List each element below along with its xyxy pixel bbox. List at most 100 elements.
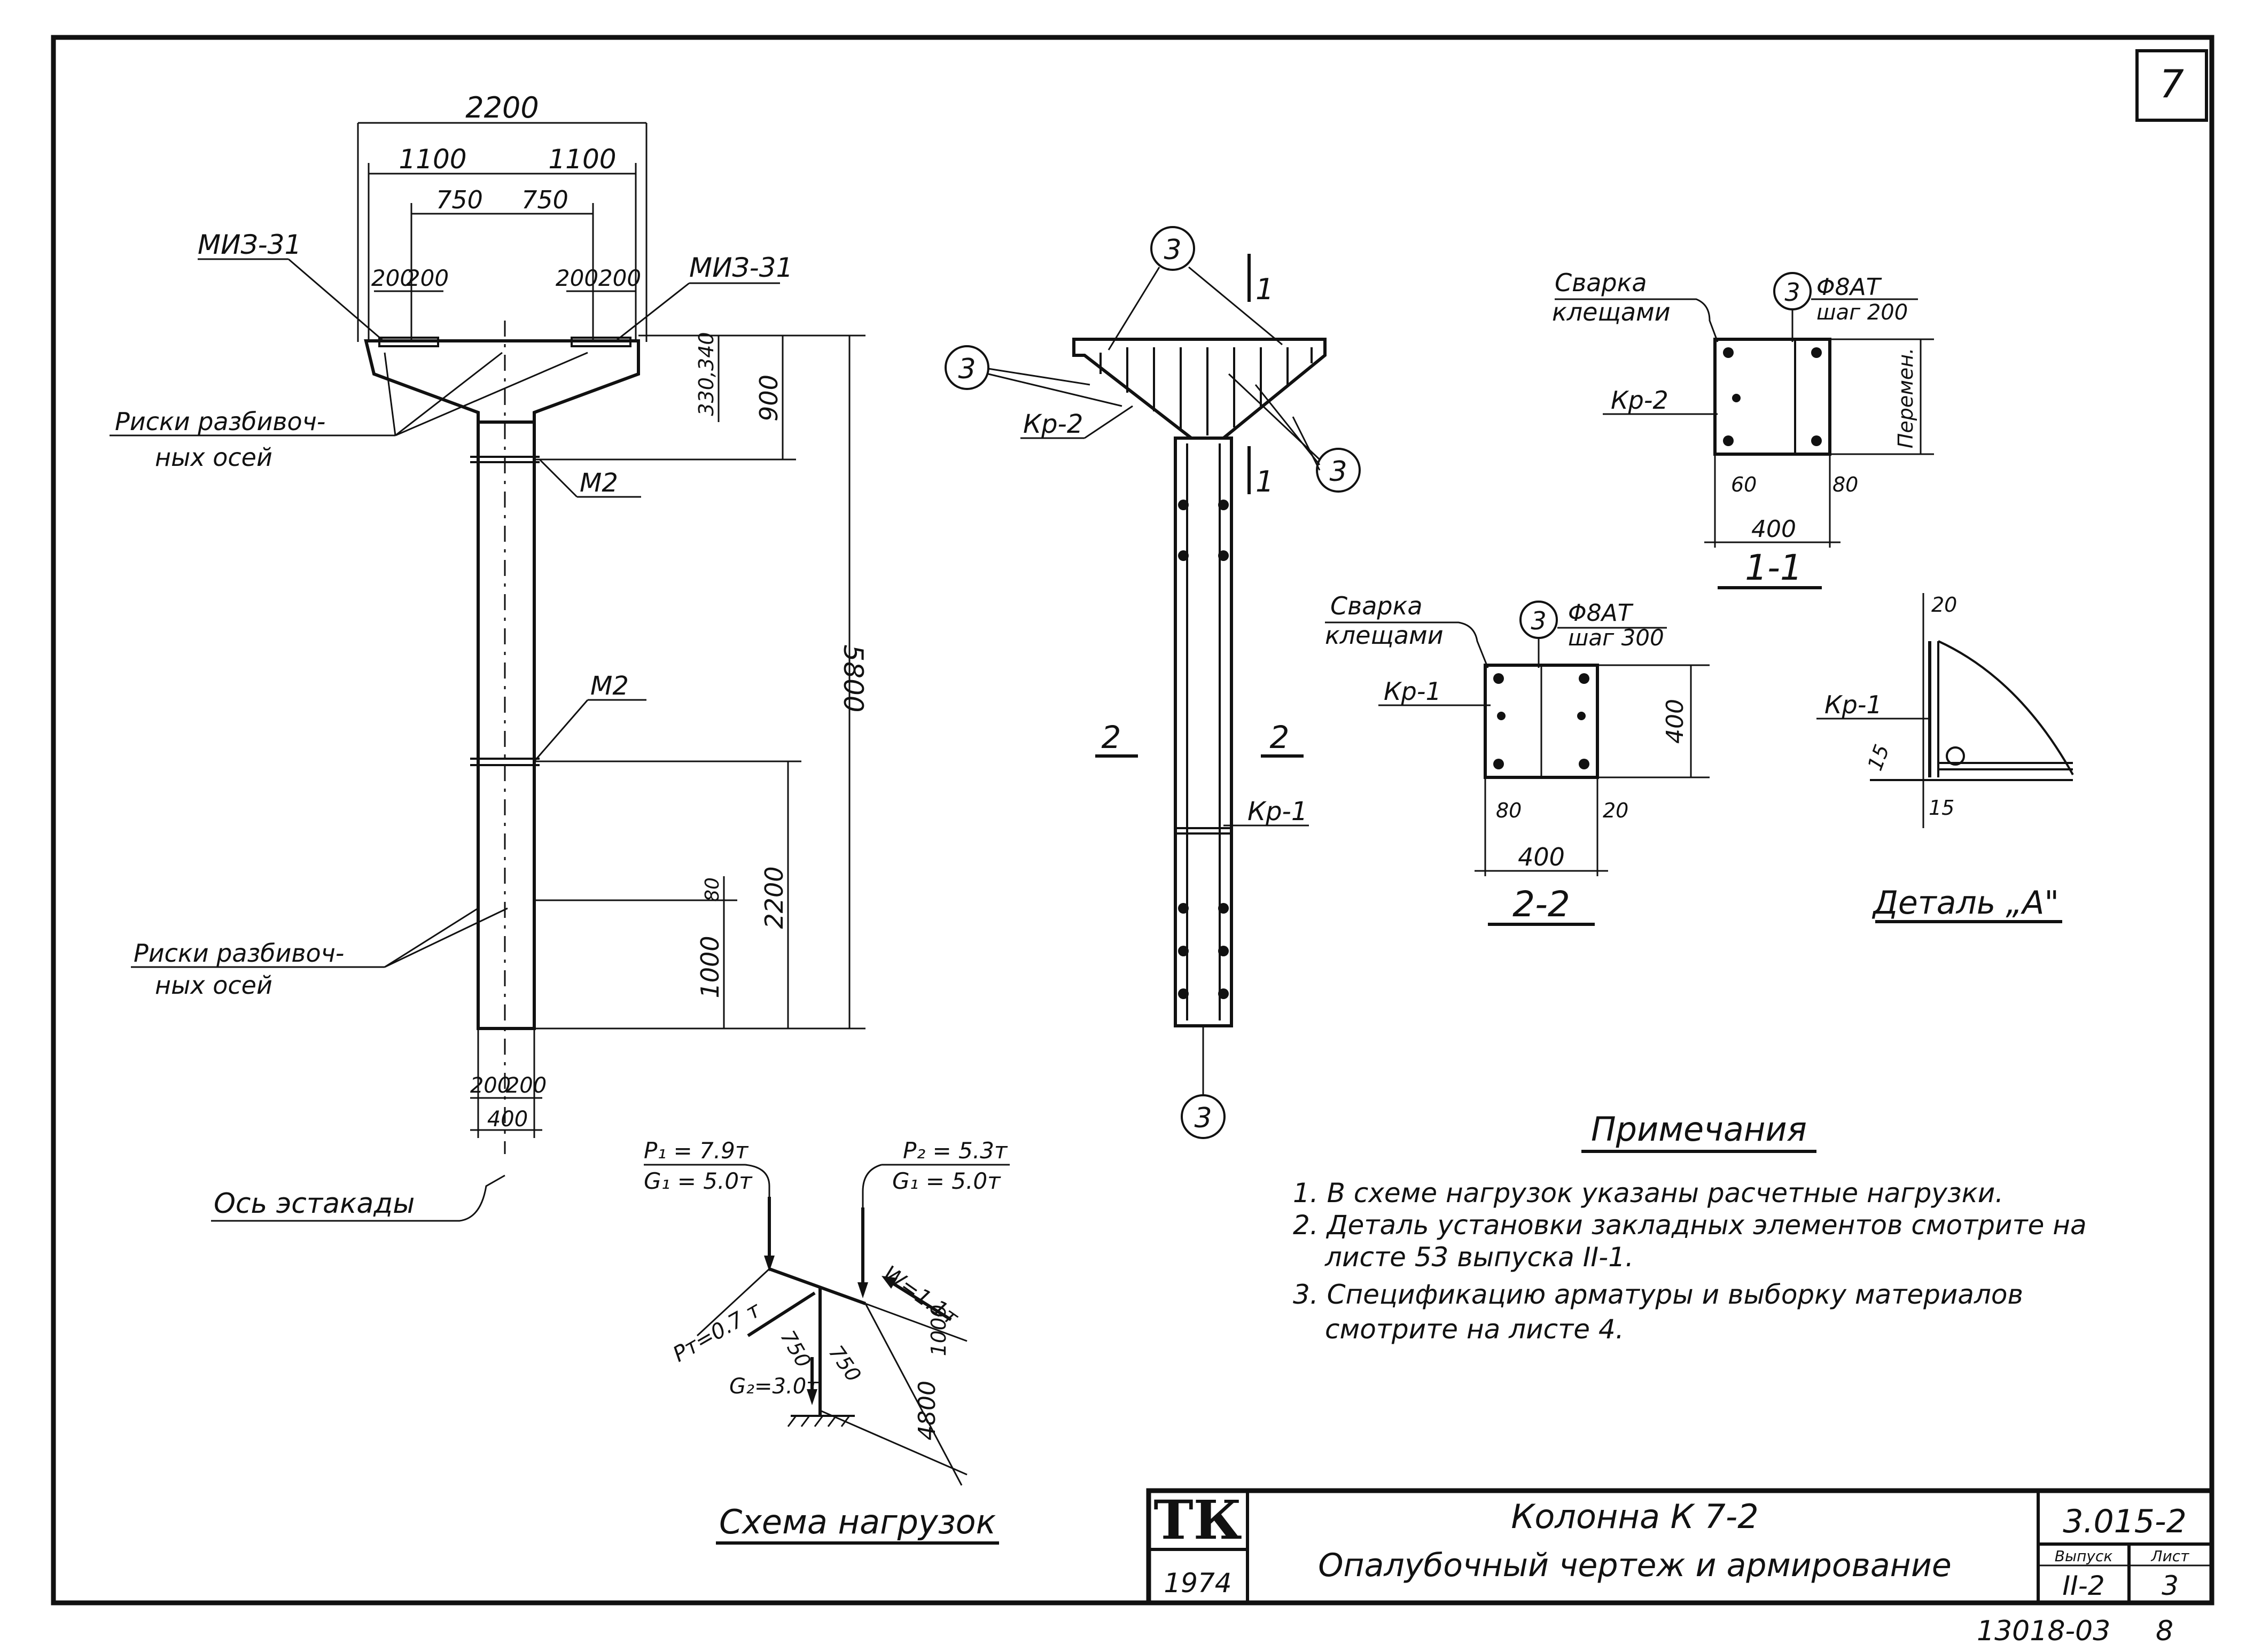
column-shaft bbox=[477, 420, 536, 1030]
tb-issue-label: Выпуск bbox=[2055, 1547, 2113, 1565]
notes-line2: 2. Деталь установки закладных элементов … bbox=[1293, 1210, 2087, 1241]
dim-1100-left: 1100 bbox=[399, 144, 466, 175]
dim-900: 900 bbox=[754, 375, 783, 422]
marks-top-line2: ных осей bbox=[155, 443, 272, 472]
dim-5800: 5800 bbox=[838, 644, 869, 712]
dim-2200-lower: 2200 bbox=[760, 866, 789, 929]
notes-line3: листе 53 выпуска II-1. bbox=[1324, 1242, 1634, 1273]
dim-200-d: 200 bbox=[598, 265, 641, 291]
dim-bottom-200b: 200 bbox=[506, 1073, 547, 1098]
embed-label-right: МИЗ-31 bbox=[689, 252, 793, 283]
callout-right-number: 3 bbox=[1329, 456, 1347, 488]
corner-number: 7 bbox=[2159, 61, 2184, 106]
dim-1000: 1000 bbox=[696, 936, 724, 998]
dim-750-right: 750 bbox=[521, 185, 568, 214]
callout-left bbox=[945, 345, 989, 390]
kp1-label: Кр-1 bbox=[1247, 797, 1307, 827]
s22-dim-left: 80 bbox=[1496, 799, 1522, 822]
load-g1-right: G₁ = 5.0т bbox=[892, 1168, 1001, 1194]
detail-a-kp: Кр-1 bbox=[1824, 690, 1882, 719]
detail-a-dim-bottom: 15 bbox=[1929, 796, 1954, 820]
notes-line1: 1. В схеме нагрузок указаны расчетные на… bbox=[1293, 1178, 2003, 1209]
s11-title: 1-1 bbox=[1745, 547, 1803, 588]
detail-a-title: Деталь „А" bbox=[1871, 884, 2059, 922]
axis-label: Ось эстакады bbox=[214, 1188, 415, 1220]
detail-a: Кр-1 20 15 15 Деталь „А" bbox=[1816, 593, 2074, 923]
s11-bar-callout-number: 3 bbox=[1784, 278, 1800, 307]
detail-a-dim-top: 20 bbox=[1931, 593, 1957, 617]
section-11-outline bbox=[1713, 338, 1831, 456]
s11-weld-line1: Сварка bbox=[1555, 268, 1647, 297]
s22-bar-step: шаг 300 bbox=[1568, 625, 1664, 651]
dim-bottom-200a: 200 bbox=[470, 1073, 511, 1098]
callout-bottom-number: 3 bbox=[1194, 1102, 1212, 1134]
s11-dim-width: 400 bbox=[1751, 516, 1796, 543]
reinforcement-view: 3 3 3 3 Кр-2 Кр-1 1 1 2 2 bbox=[945, 226, 1361, 1139]
section-1-1: Сварка клещами 3 Φ8АТ шаг 200 Кр-2 Перем… bbox=[1552, 268, 1934, 589]
load-750b: 750 bbox=[824, 1341, 866, 1386]
s11-dim-left: 60 bbox=[1731, 473, 1757, 496]
tb-year: 1974 bbox=[1164, 1568, 1231, 1599]
tk-logo: ТК bbox=[1153, 1489, 1242, 1552]
s11-bar-spec: Φ8АТ bbox=[1816, 274, 1882, 301]
dim-200-b: 200 bbox=[406, 265, 449, 291]
kp2-label: Кр-2 bbox=[1023, 409, 1083, 439]
load-p2: P₂ = 5.3т bbox=[903, 1137, 1008, 1164]
load-scheme: P₁ = 7.9т G₁ = 5.0т P₂ = 5.3т G₁ = 5.0т … bbox=[644, 1137, 1010, 1545]
dim-750-left: 750 bbox=[436, 185, 483, 214]
callout-top bbox=[1150, 226, 1195, 271]
s22-bar-callout-number: 3 bbox=[1531, 606, 1546, 635]
s11-kp-label: Кр-2 bbox=[1611, 386, 1668, 415]
load-750a: 750 bbox=[776, 1327, 815, 1372]
load-g2: G₂=3.0т bbox=[729, 1374, 820, 1399]
s11-var-label: Перемен. bbox=[1894, 348, 1917, 448]
s11-dim-right: 80 bbox=[1832, 473, 1858, 496]
section-mark-1-top: 1 bbox=[1255, 272, 1274, 306]
notes-title: Примечания bbox=[1591, 1110, 1807, 1149]
marks-bottom-line1: Риски разбивоч- bbox=[134, 939, 344, 968]
detail-a-dim-left: 15 bbox=[1863, 742, 1894, 774]
dim-330-340: 330,340 bbox=[695, 332, 718, 416]
callout-top-number: 3 bbox=[1164, 234, 1181, 266]
sheet-frame bbox=[51, 35, 2214, 1606]
load-g1-left: G₁ = 5.0т bbox=[644, 1168, 753, 1194]
dim-80: 80 bbox=[701, 877, 723, 902]
dim-200-c: 200 bbox=[556, 265, 598, 291]
footer-code: 13018-03 bbox=[1977, 1615, 2110, 1647]
footer-page: 8 bbox=[2156, 1615, 2173, 1647]
section-2-2: Сварка клещами 3 Φ8АТ шаг 300 Кр-1 400 8… bbox=[1325, 591, 1710, 926]
marks-bottom-line2: ных осей bbox=[155, 971, 272, 1000]
load-w: W=1.1т bbox=[878, 1261, 963, 1331]
tb-title-line1: Колонна К 7-2 bbox=[1511, 1497, 1758, 1536]
s22-dim-right: 20 bbox=[1603, 799, 1628, 822]
s22-bar-callout bbox=[1519, 601, 1558, 639]
s22-bar-spec: Φ8АТ bbox=[1568, 599, 1634, 627]
rebar-shaft bbox=[1174, 437, 1233, 1027]
notes-line4: 3. Спецификацию арматуры и выборку матер… bbox=[1293, 1279, 2023, 1310]
s11-weld-line2: клещами bbox=[1552, 298, 1671, 326]
load-p1: P₁ = 7.9т bbox=[644, 1137, 749, 1164]
s11-bar-callout bbox=[1773, 272, 1812, 310]
marks-top-line1: Риски разбивоч- bbox=[115, 407, 325, 436]
section-mark-1-bottom: 1 bbox=[1255, 465, 1274, 498]
dim-200-a: 200 bbox=[371, 265, 414, 291]
dim-1100-right: 1100 bbox=[548, 144, 616, 175]
tb-series: 3.015-2 bbox=[2063, 1503, 2187, 1540]
corner-number-box bbox=[2135, 49, 2208, 122]
notes-block: Примечания 1. В схеме нагрузок указаны р… bbox=[1293, 1110, 2087, 1345]
elevation-view: 2200 1100 1100 750 750 200 200 200 200 М… bbox=[110, 91, 869, 1222]
s22-weld-line2: клещами bbox=[1325, 621, 1444, 650]
section-mark-2-right: 2 bbox=[1270, 719, 1290, 755]
load-4800: 4800 bbox=[914, 1381, 941, 1440]
callout-left-number: 3 bbox=[958, 353, 976, 385]
callout-bottom bbox=[1181, 1094, 1226, 1139]
s11-bar-step: шаг 200 bbox=[1816, 300, 1908, 325]
tb-title-line2: Опалубочный чертеж и армирование bbox=[1318, 1547, 1952, 1584]
embed-label-left: МИЗ-31 bbox=[198, 229, 301, 260]
s22-kp-label: Кр-1 bbox=[1384, 677, 1441, 706]
s22-dim-height: 400 bbox=[1662, 699, 1689, 744]
s22-dim-width: 400 bbox=[1518, 843, 1565, 871]
title-block: ТК 1974 Колонна К 7-2 Опалубочный чертеж… bbox=[1146, 1488, 2214, 1606]
tb-sheet-value: 3 bbox=[2162, 1570, 2179, 1601]
